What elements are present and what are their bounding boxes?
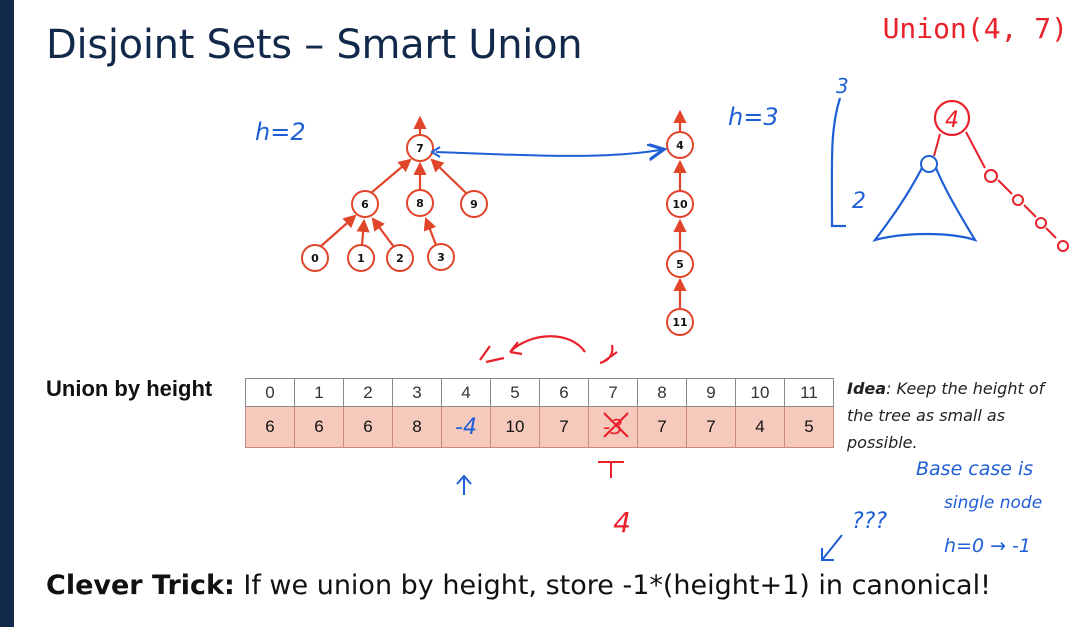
node-label-3: 3 — [437, 251, 445, 264]
node-9 — [460, 190, 488, 218]
array-index: 0 — [245, 378, 295, 407]
node-label-8: 8 — [416, 197, 424, 210]
edge-1-6 — [356, 218, 370, 246]
array-value: 5 — [784, 406, 834, 448]
sketch-triangle — [872, 167, 978, 242]
array-index: 7 — [588, 378, 638, 407]
array-index: 9 — [686, 378, 736, 407]
union-arrow — [435, 150, 660, 156]
node-label-0: 0 — [311, 252, 319, 265]
node-label-9: 9 — [470, 198, 478, 211]
mark-under-cell7 — [598, 461, 624, 478]
array-index-row: 0 1 2 3 4 5 6 7 8 9 10 11 — [245, 378, 834, 407]
array-index: 1 — [294, 378, 344, 407]
clever-trick: Clever Trick: If we union by height, sto… — [46, 570, 991, 601]
note-h-right: h=3 — [728, 103, 779, 131]
note-cell7-old: -3 — [603, 412, 629, 439]
edge-9-7 — [430, 158, 467, 194]
sketch-root-4 — [933, 99, 971, 137]
section-label: Union by height — [46, 376, 213, 401]
array-index: 5 — [490, 378, 540, 407]
array-value: 8 — [392, 406, 442, 448]
array-index: 8 — [637, 378, 687, 407]
sketch-chain — [965, 131, 1057, 239]
array-value: 6 — [294, 406, 344, 448]
array-index: 4 — [441, 378, 491, 407]
node-11 — [666, 308, 694, 336]
left-accent-bar — [0, 0, 14, 627]
sketch-chain-node — [984, 169, 998, 183]
node-label-1: 1 — [357, 252, 365, 265]
note-bracket-side: 2 — [852, 189, 866, 214]
note-cell4-new: -4 — [455, 414, 477, 440]
note-question: ??? — [852, 509, 887, 534]
array-value: 7 — [637, 406, 687, 448]
union-call-label: Union(4, 7) — [882, 12, 1068, 45]
question-arrow — [821, 534, 843, 561]
array-index: 6 — [539, 378, 589, 407]
node-2 — [386, 244, 414, 272]
move-arrows — [479, 335, 618, 365]
edge-2-6 — [371, 217, 395, 248]
node-3 — [427, 243, 455, 271]
note-h-left: h=2 — [255, 118, 306, 146]
node-10 — [666, 190, 694, 218]
sketch-root-label: 4 — [945, 108, 959, 133]
node-label-2: 2 — [396, 252, 404, 265]
array-value-4: -4 — [441, 406, 491, 448]
array-value-row: 6 6 6 8 -4 10 7 -3 7 7 4 5 — [245, 406, 834, 448]
node-0 — [301, 244, 329, 272]
array-value: 7 — [539, 406, 589, 448]
strike-x-icon — [603, 412, 629, 438]
note-bracket-top: 3 — [836, 74, 849, 98]
edge-3-8 — [423, 216, 438, 246]
array-value: 6 — [245, 406, 295, 448]
trick-text: If we union by height, store -1*(height+… — [234, 570, 991, 601]
array-index: 10 — [735, 378, 785, 407]
sketch-root-node — [920, 155, 938, 173]
node-7 — [406, 134, 434, 162]
node-label-10: 10 — [672, 198, 688, 211]
sketch-link — [933, 133, 941, 157]
note-base-case-1: Base case is — [916, 458, 1033, 480]
array-index: 11 — [784, 378, 834, 407]
up-arrow-cell4 — [456, 474, 472, 495]
sketch-chain-node — [1057, 240, 1069, 252]
edge-0-6 — [319, 214, 357, 248]
array-value-7: -3 — [588, 406, 638, 448]
node-5 — [666, 250, 694, 278]
trick-label: Clever Trick: — [46, 570, 235, 601]
node-label-11: 11 — [672, 316, 687, 329]
union-arrow-tail — [430, 146, 441, 158]
idea-note: Idea: Keep the height of the tree as sma… — [847, 375, 1062, 456]
node-label-6: 6 — [361, 198, 369, 211]
parent-array: 0 1 2 3 4 5 6 7 8 9 10 11 6 6 6 8 -4 10 … — [245, 378, 834, 448]
idea-text: : Keep the height of the tree as small a… — [847, 379, 1045, 452]
array-value: 4 — [735, 406, 785, 448]
sketch-chain-node — [1035, 217, 1047, 229]
node-1 — [347, 244, 375, 272]
edge-6-7 — [370, 158, 412, 194]
array-index: 2 — [343, 378, 393, 407]
node-8 — [406, 189, 434, 217]
array-index: 3 — [392, 378, 442, 407]
slide-title: Disjoint Sets – Smart Union — [46, 22, 583, 68]
note-cell7-new: 4 — [613, 506, 631, 539]
note-base-case-3: h=0 → -1 — [944, 535, 1031, 557]
node-label-7: 7 — [416, 142, 424, 155]
note-base-case-2: single node — [944, 493, 1042, 513]
node-label-5: 5 — [676, 258, 684, 271]
idea-label: Idea — [847, 379, 887, 398]
array-value: 7 — [686, 406, 736, 448]
array-value: 6 — [343, 406, 393, 448]
height-bracket — [830, 97, 846, 228]
node-6 — [351, 190, 379, 218]
node-label-4: 4 — [676, 139, 684, 152]
array-value: 10 — [490, 406, 540, 448]
sketch-chain-node — [1012, 194, 1024, 206]
